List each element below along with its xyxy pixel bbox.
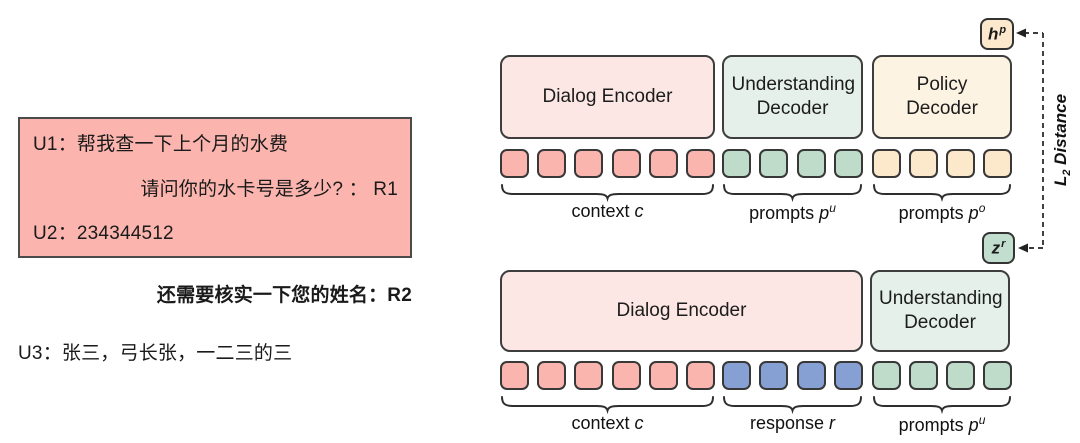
context-tokens-bottom [500, 361, 715, 390]
response-r2: 还需要核实一下您的姓名：R2 [156, 285, 412, 306]
context-token [537, 149, 567, 178]
understanding-decoder-label-bottom: Understanding Decoder [879, 288, 1003, 333]
prompt-u-token [722, 149, 751, 178]
utterance-u1: U1：帮我查一下上个月的水费 [33, 134, 289, 155]
context-label-top: context c [571, 201, 644, 221]
utterance-u3: U3：张三，弓长张，一二三的三 [18, 343, 293, 364]
context-token [537, 361, 567, 390]
dialog-encoder-block-bottom: Dialog Encoder [500, 270, 863, 352]
l2-distance-label: L2 Distance [1050, 93, 1074, 187]
prompts-u-brace-top [723, 184, 862, 203]
understanding-decoder-block-top: Understanding Decoder [722, 55, 863, 139]
response-tokens-bottom [722, 361, 863, 390]
prompts-u-brace-bottom [873, 396, 1011, 415]
prompt-u-token [909, 361, 938, 390]
context-label-bottom: context c [571, 413, 644, 433]
dialog-encoder-label-top: Dialog Encoder [542, 86, 673, 108]
prompts-u-tokens-top [722, 149, 863, 178]
context-token [685, 361, 715, 390]
prompt-u-token [983, 361, 1012, 390]
prompts-u-label-top: prompts pu [749, 201, 836, 223]
understanding-decoder-block-bottom: Understanding Decoder [870, 270, 1010, 352]
context-token [648, 361, 678, 390]
context-token [500, 361, 529, 390]
context-brace-top [501, 184, 714, 203]
context-token [500, 149, 529, 178]
response-label-bottom: response r [749, 413, 836, 433]
response-token [722, 361, 751, 390]
arrowhead-to-zr [1018, 243, 1028, 253]
prompt-u-token [796, 149, 826, 178]
context-token [574, 149, 604, 178]
prompts-o-tokens-top [872, 149, 1012, 178]
zr-latent-label: zr [991, 237, 1006, 258]
prompts-o-brace-top [873, 184, 1011, 203]
prompt-u-token [872, 361, 901, 390]
hp-latent-label: hp [987, 23, 1007, 44]
response-token [796, 361, 826, 390]
policy-decoder-label-top: Policy Decoder [906, 74, 978, 119]
context-token [574, 361, 604, 390]
prompts-o-label-top: prompts po [898, 201, 986, 223]
prompt-o-token [983, 149, 1012, 178]
arrowhead-to-hp [1016, 28, 1026, 38]
prompts-u-tokens-bottom [872, 361, 1012, 390]
response-token [759, 361, 789, 390]
response-brace-bottom [723, 396, 862, 415]
context-token [611, 149, 641, 178]
prompt-o-token [909, 149, 938, 178]
dialog-encoder-block-top: Dialog Encoder [500, 55, 715, 139]
understanding-decoder-label-top: Understanding Decoder [731, 74, 856, 119]
context-token [685, 149, 715, 178]
hp-latent-box: hp [980, 18, 1014, 50]
policy-decoder-block-top: Policy Decoder [872, 55, 1012, 139]
context-token [648, 149, 678, 178]
utterance-u2: U2：234344512 [33, 223, 174, 244]
dialog-encoder-label-bottom: Dialog Encoder [616, 300, 747, 322]
prompt-o-token [872, 149, 901, 178]
prompt-o-token [946, 149, 975, 178]
zr-latent-box: zr [982, 232, 1015, 264]
prompts-u-label-bottom: prompts pu [898, 413, 986, 435]
response-token [833, 361, 863, 390]
context-token [611, 361, 641, 390]
prompt-u-token [833, 149, 863, 178]
prompt-u-token [946, 361, 975, 390]
prompt-u-token [759, 149, 789, 178]
response-r1: 请问你的水卡号是多少? ： R1 [140, 178, 398, 200]
context-tokens-top [500, 149, 715, 178]
context-brace-bottom [501, 396, 714, 415]
dialog-example-box: U1：帮我查一下上个月的水费 请问你的水卡号是多少? ： R1 U2：23434… [18, 117, 412, 258]
